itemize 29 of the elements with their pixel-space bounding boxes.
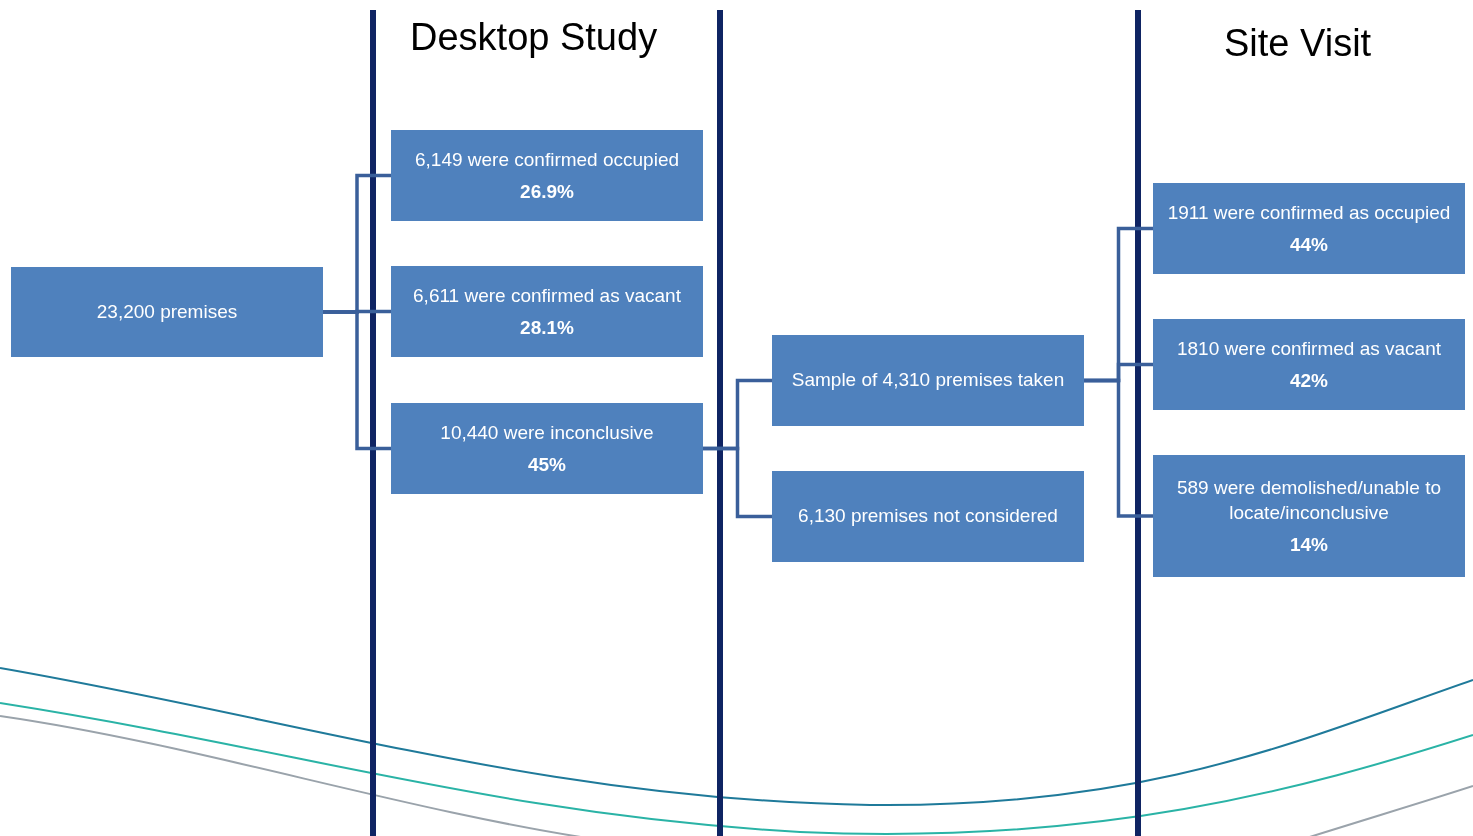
process-box (1153, 455, 1465, 577)
connector-line (323, 310, 391, 451)
box-text: Sample of 4,310 premises taken (791, 368, 1065, 393)
box-text: 23,200 premises (96, 299, 238, 324)
column-heading: Site Visit (1224, 22, 1372, 65)
box-text: 6,130 premises not considered (798, 504, 1058, 529)
process-box (11, 267, 323, 357)
process-box (391, 403, 703, 494)
process-box (1153, 183, 1465, 274)
percentage: 44% (1290, 233, 1328, 256)
box-text: 1911 were confirmed as occupied (1167, 201, 1451, 226)
box-text: 589 were demolished/unable to locate/inconclusive (1175, 476, 1443, 525)
process-box (1153, 319, 1465, 410)
process-box (772, 471, 1084, 562)
connector-line (1084, 378, 1153, 518)
percentage: 42% (1290, 369, 1328, 392)
percentage: 26.9% (520, 180, 574, 203)
box-text: 6,149 were confirmed occupied (414, 148, 679, 173)
box-text: 6,611 were confirmed as vacant (413, 284, 681, 309)
process-box (772, 335, 1084, 426)
column-heading: Desktop Study (410, 16, 658, 59)
process-box (391, 130, 703, 221)
percentage: 28.1% (520, 316, 574, 339)
percentage: 45% (528, 453, 566, 476)
process-box (391, 266, 703, 357)
box-text: 10,440 were inconclusive (440, 421, 654, 446)
percentage: 14% (1290, 533, 1328, 556)
connector-line (703, 446, 772, 519)
box-text: 1810 were confirmed as vacant (1176, 337, 1441, 362)
